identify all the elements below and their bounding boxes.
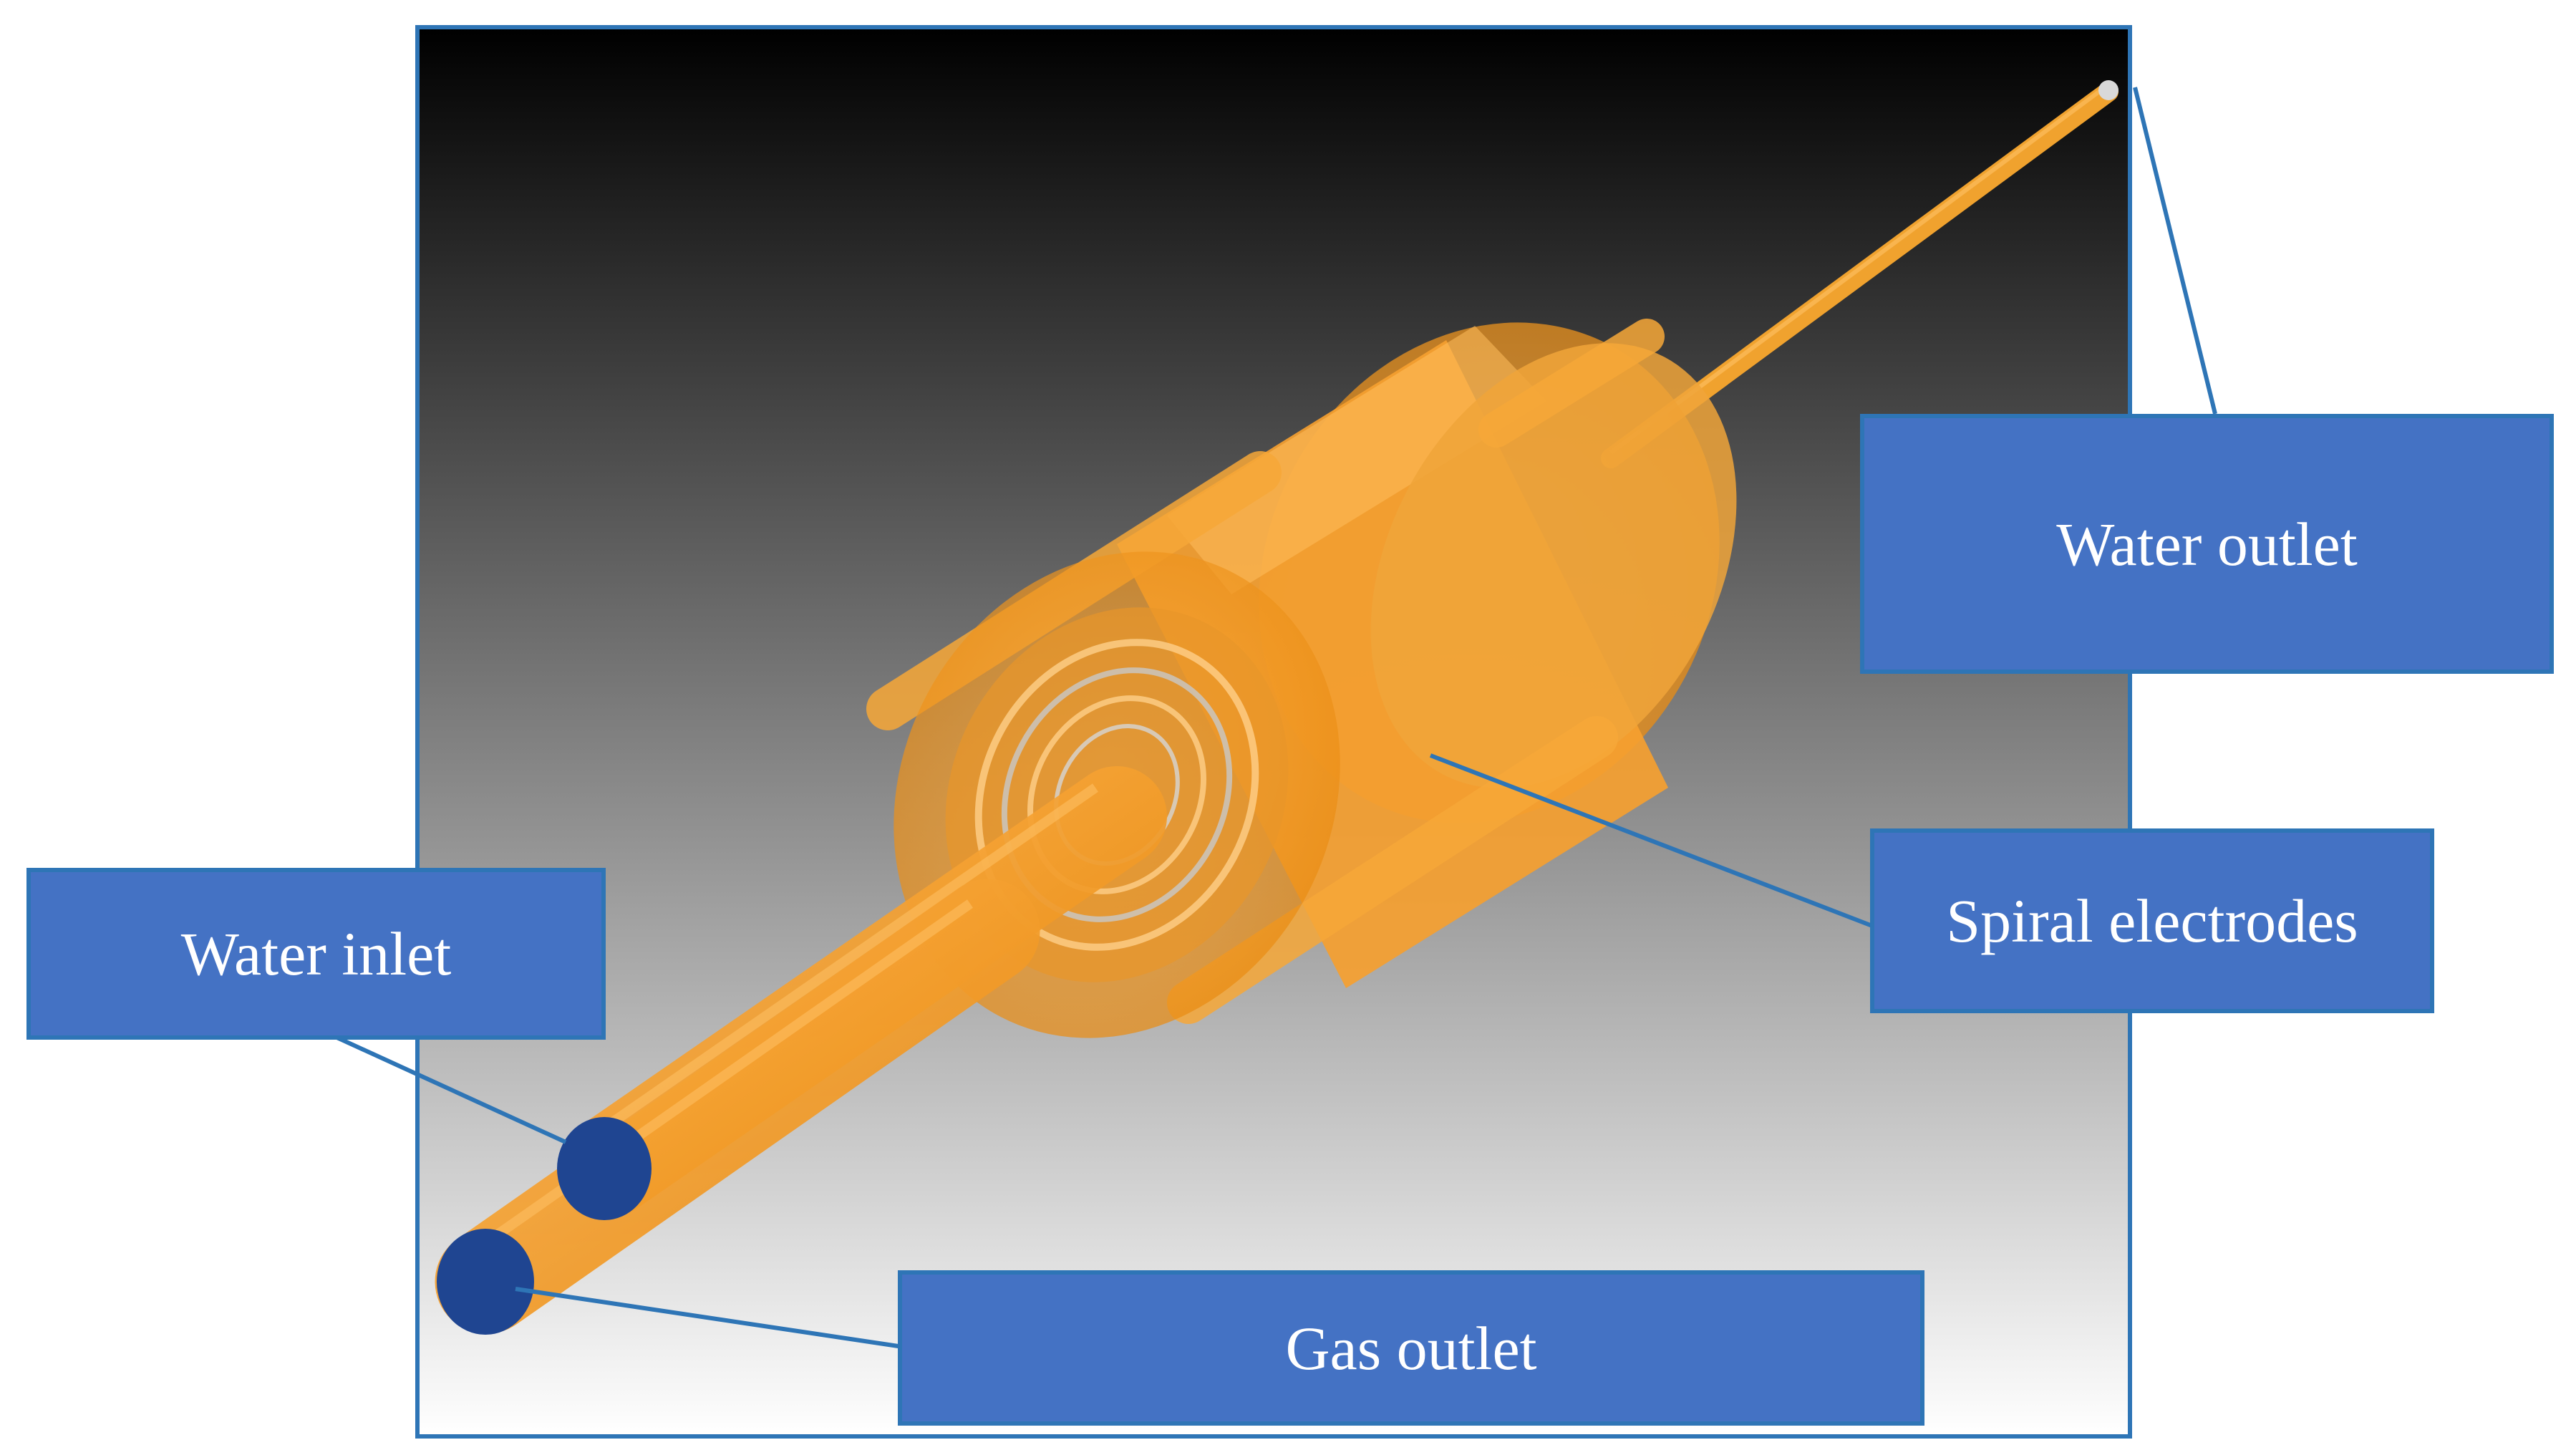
leader-water-outlet [2133, 87, 2217, 415]
leader-gas-outlet [515, 1287, 909, 1350]
label-gas-outlet: Gas outlet [898, 1270, 1924, 1426]
water-inlet-port [557, 1117, 652, 1220]
label-water-inlet: Water inlet [26, 868, 606, 1040]
leader-water-inlet [314, 1025, 567, 1144]
reactor-cylinder [1117, 326, 1737, 988]
leader-spiral-electrodes [1429, 753, 1877, 929]
gas-outlet-port [437, 1229, 534, 1335]
label-water-outlet: Water outlet [1860, 414, 2554, 674]
gas-outlet-tube [435, 879, 1040, 1334]
label-spiral-electrodes: Spiral electrodes [1870, 828, 2434, 1013]
leader-lines [314, 87, 2217, 1350]
